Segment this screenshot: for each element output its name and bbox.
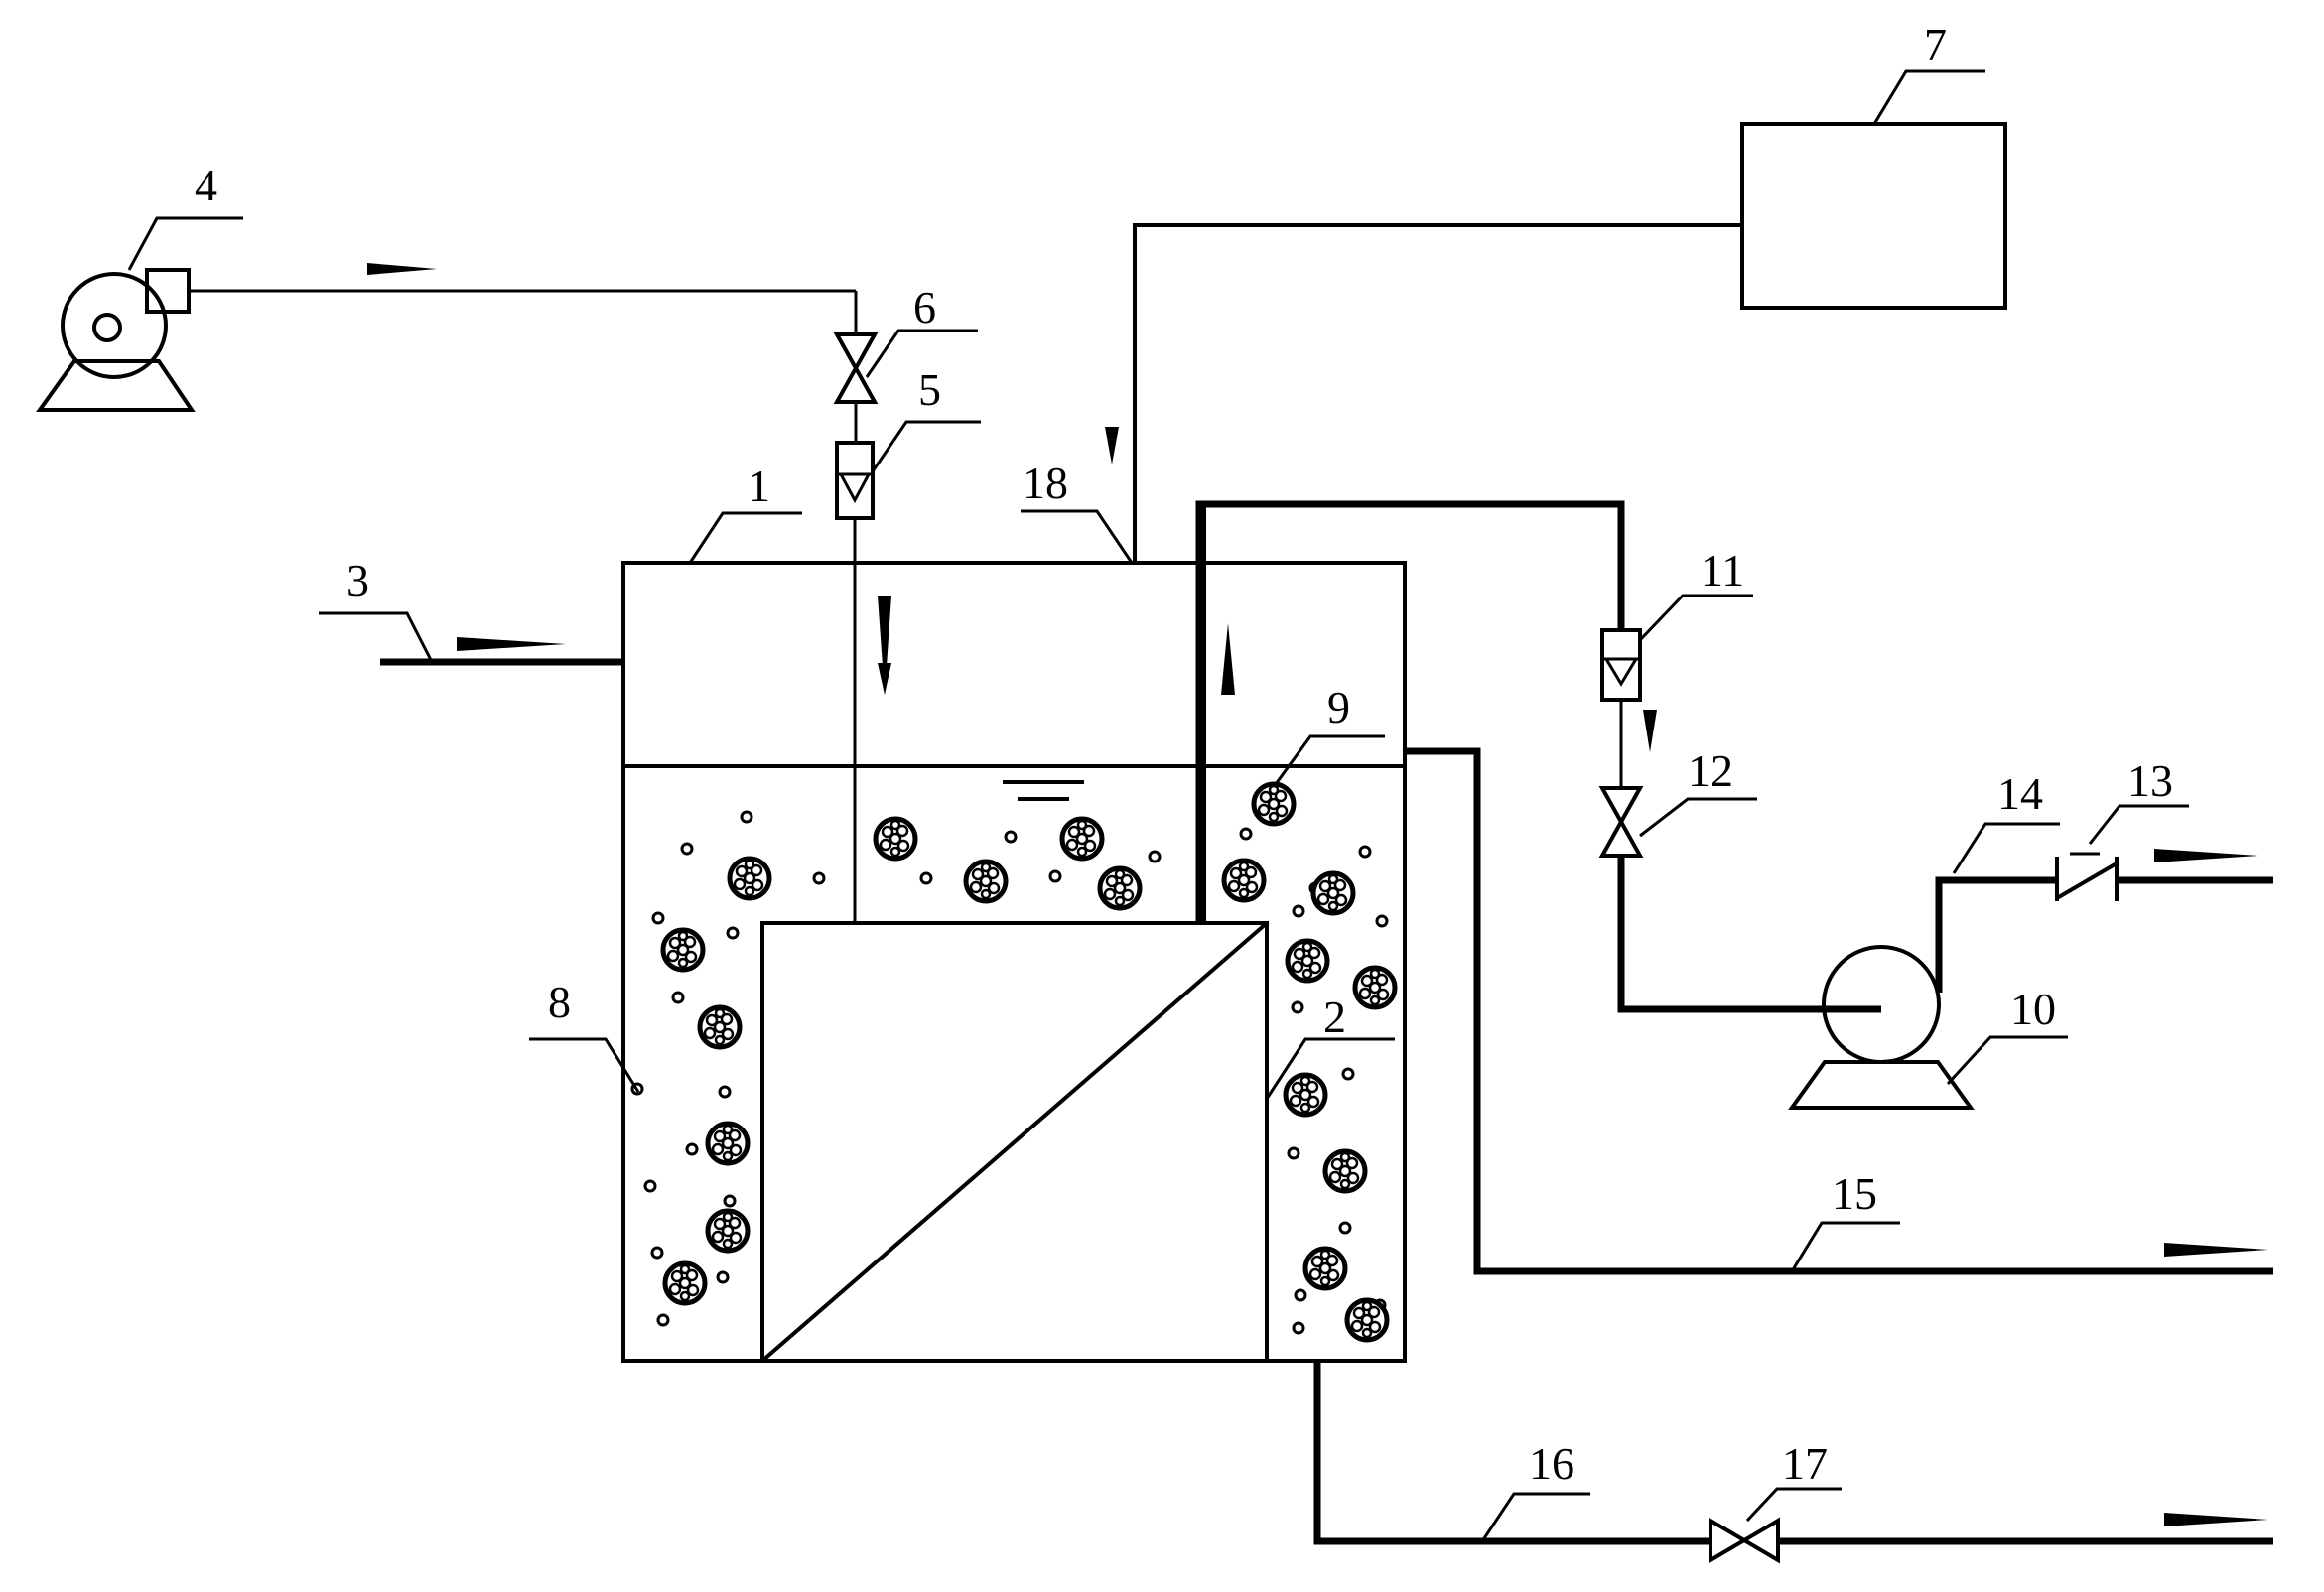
permeate-down-arrow: [1643, 710, 1657, 752]
air-bubbles: [630, 810, 1389, 1335]
flowmeter-icon: [835, 441, 875, 520]
label-1: 1: [748, 461, 770, 511]
label-18: 18: [1023, 458, 1068, 508]
valve-icon: [833, 332, 879, 404]
check-valve: [2055, 852, 2119, 901]
label-11: 11: [1701, 545, 1744, 596]
flowmeter-icon: [1600, 628, 1642, 702]
membrane-module-icon: [760, 921, 1269, 1363]
permeate-valve[interactable]: [1598, 786, 1644, 858]
sludge-flow-arrow: [2164, 1513, 2268, 1526]
feed-flow-arrow: [457, 637, 566, 651]
label-8: 8: [548, 977, 571, 1027]
overflow-line: [1405, 747, 2273, 1275]
label-2: 2: [1323, 992, 1346, 1042]
sludge-pipe: [1313, 1361, 1710, 1545]
permeate-pump[interactable]: [1788, 945, 1975, 1110]
check-valve-icon: [2055, 852, 2119, 901]
overflow-pipe: [1405, 747, 2273, 1275]
label-14: 14: [1997, 768, 2043, 819]
label-9: 9: [1327, 682, 1350, 732]
pump-icon: [1788, 945, 1975, 1110]
air-down-arrow: [878, 596, 891, 695]
permeate-riser-pipe: [1195, 500, 1625, 923]
dosing-vessel: [1105, 122, 2007, 563]
label-17: 17: [1782, 1438, 1828, 1489]
label-4: 4: [195, 160, 217, 210]
valve-icon: [1709, 1517, 1780, 1564]
leader-lines: [127, 69, 2189, 1542]
air-flowmeter: [835, 441, 891, 923]
blower: [36, 263, 858, 412]
pump-suction-pipe: [1617, 856, 1881, 1013]
blower-icon: [36, 268, 196, 412]
label-16: 16: [1529, 1438, 1574, 1489]
membrane-module: [760, 921, 1269, 1363]
air-flow-arrow: [367, 263, 437, 275]
label-6: 6: [913, 282, 936, 332]
label-3: 3: [346, 555, 369, 605]
effluent-flow-arrow: [2154, 849, 2258, 862]
permeate-line: [1195, 500, 2273, 1110]
label-13: 13: [2127, 755, 2173, 806]
membrane-diagonal: [760, 921, 1269, 1363]
storage-vessel-icon: [1740, 122, 2007, 310]
permeate-flowmeter: [1600, 628, 1642, 702]
label-10: 10: [2010, 984, 2056, 1034]
label-7: 7: [1924, 19, 1947, 69]
overflow-flow-arrow: [2164, 1243, 2268, 1257]
valve-icon: [1598, 786, 1644, 858]
label-12: 12: [1688, 745, 1733, 796]
pump-discharge-pipe: [1935, 876, 2057, 993]
labels: 1 2 3 4 5 6 7 8 9 10 11 12 13 14 15 16 1…: [195, 19, 2173, 1489]
dosing-line: [1133, 223, 1742, 563]
sludge-valve[interactable]: [1709, 1517, 1780, 1564]
permeate-up-arrow: [1221, 623, 1235, 695]
sludge-line: [1313, 1361, 2273, 1564]
feed-line: [380, 637, 623, 666]
sludge-granules: [663, 784, 1395, 1340]
air-valve[interactable]: [833, 332, 879, 443]
dosing-flow-arrow: [1105, 427, 1119, 464]
label-5: 5: [918, 364, 941, 415]
label-15: 15: [1832, 1168, 1877, 1219]
